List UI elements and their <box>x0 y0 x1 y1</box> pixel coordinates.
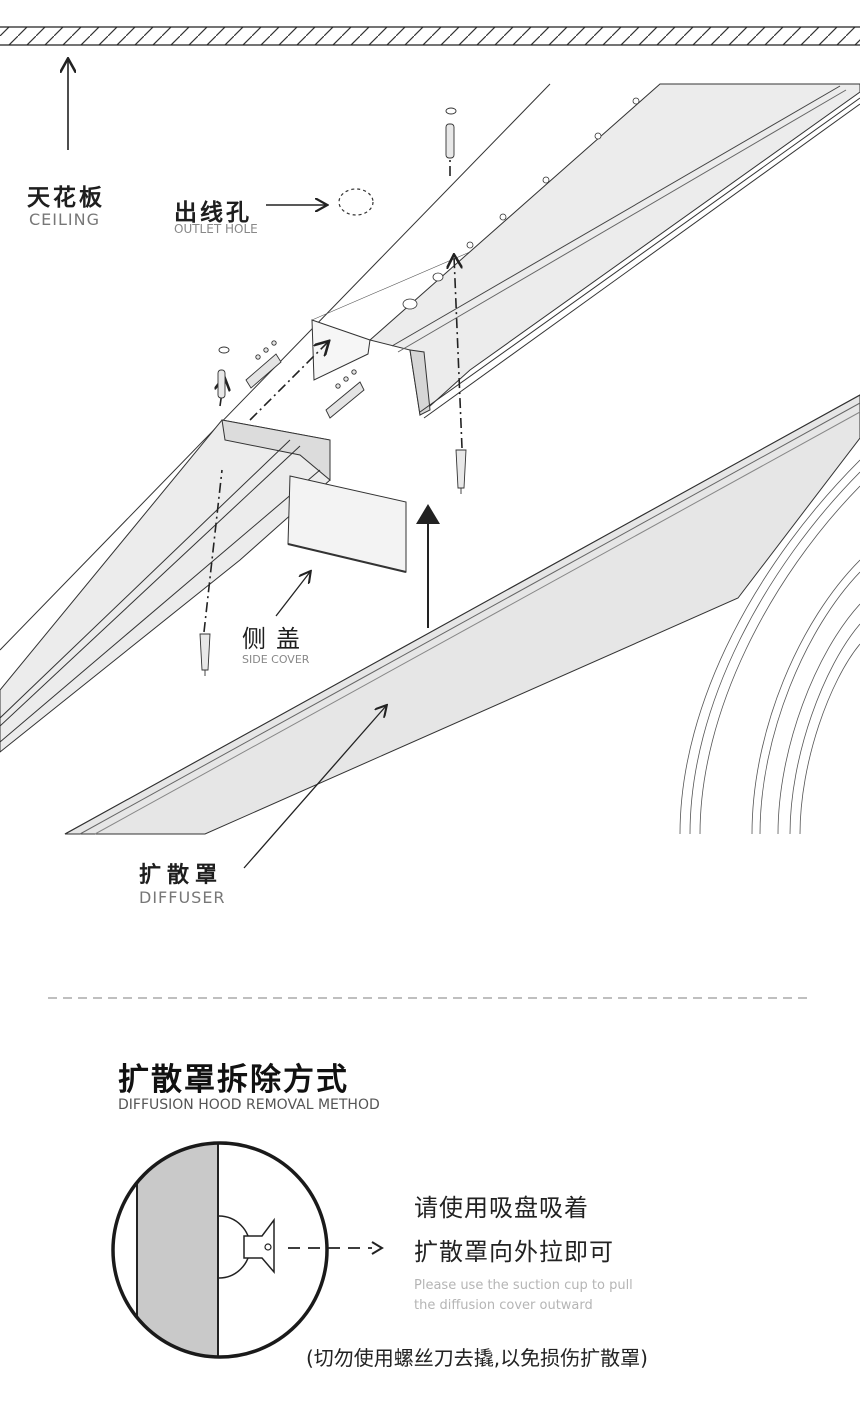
instruction-line-1: 请使用吸盘吸着 <box>414 1194 589 1222</box>
rotation-marks <box>218 107 457 354</box>
diffuser-leader <box>243 706 386 869</box>
diffuser-strip <box>64 394 860 835</box>
removal-subtitle: DIFFUSION HOOD REMOVAL METHOD <box>118 1097 380 1113</box>
ceiling-label-en: CEILING <box>29 210 100 229</box>
outlet-hole-label: 出线孔 <box>174 200 252 226</box>
instruction-en-line-1: Please use the suction cup to pull <box>414 1278 633 1293</box>
brackets <box>245 340 365 419</box>
diffuser-label: 扩散罩 <box>139 863 224 888</box>
arc-detail <box>679 459 860 835</box>
diffuser-label-en: DIFFUSER <box>139 888 226 907</box>
upper-profile-holes <box>402 97 640 310</box>
upper-profile <box>311 83 860 419</box>
removal-title: 扩散罩拆除方式 <box>118 1062 349 1098</box>
lower-profile <box>0 419 331 753</box>
instruction-en-line-2: the diffusion cover outward <box>414 1298 593 1313</box>
side-cover-plate <box>287 475 407 573</box>
side-cover-label: 侧盖 <box>242 625 310 653</box>
removal-detail-circle <box>111 1141 329 1359</box>
side-cover-label-en: SIDE COVER <box>242 653 310 666</box>
screws <box>199 123 467 676</box>
instruction-line-2: 扩散罩向外拉即可 <box>414 1238 614 1266</box>
outlet-hole-label-en: OUTLET HOLE <box>174 222 258 236</box>
side-cover-leader <box>275 572 310 617</box>
warning-note: (切勿使用螺丝刀去撬,以免损伤扩散罩) <box>306 1346 648 1370</box>
outlet-hole-mark <box>338 188 374 216</box>
pull-direction-arrow <box>288 1241 384 1255</box>
ceiling-label: 天花板 <box>27 185 105 211</box>
ceiling-band <box>0 26 860 46</box>
